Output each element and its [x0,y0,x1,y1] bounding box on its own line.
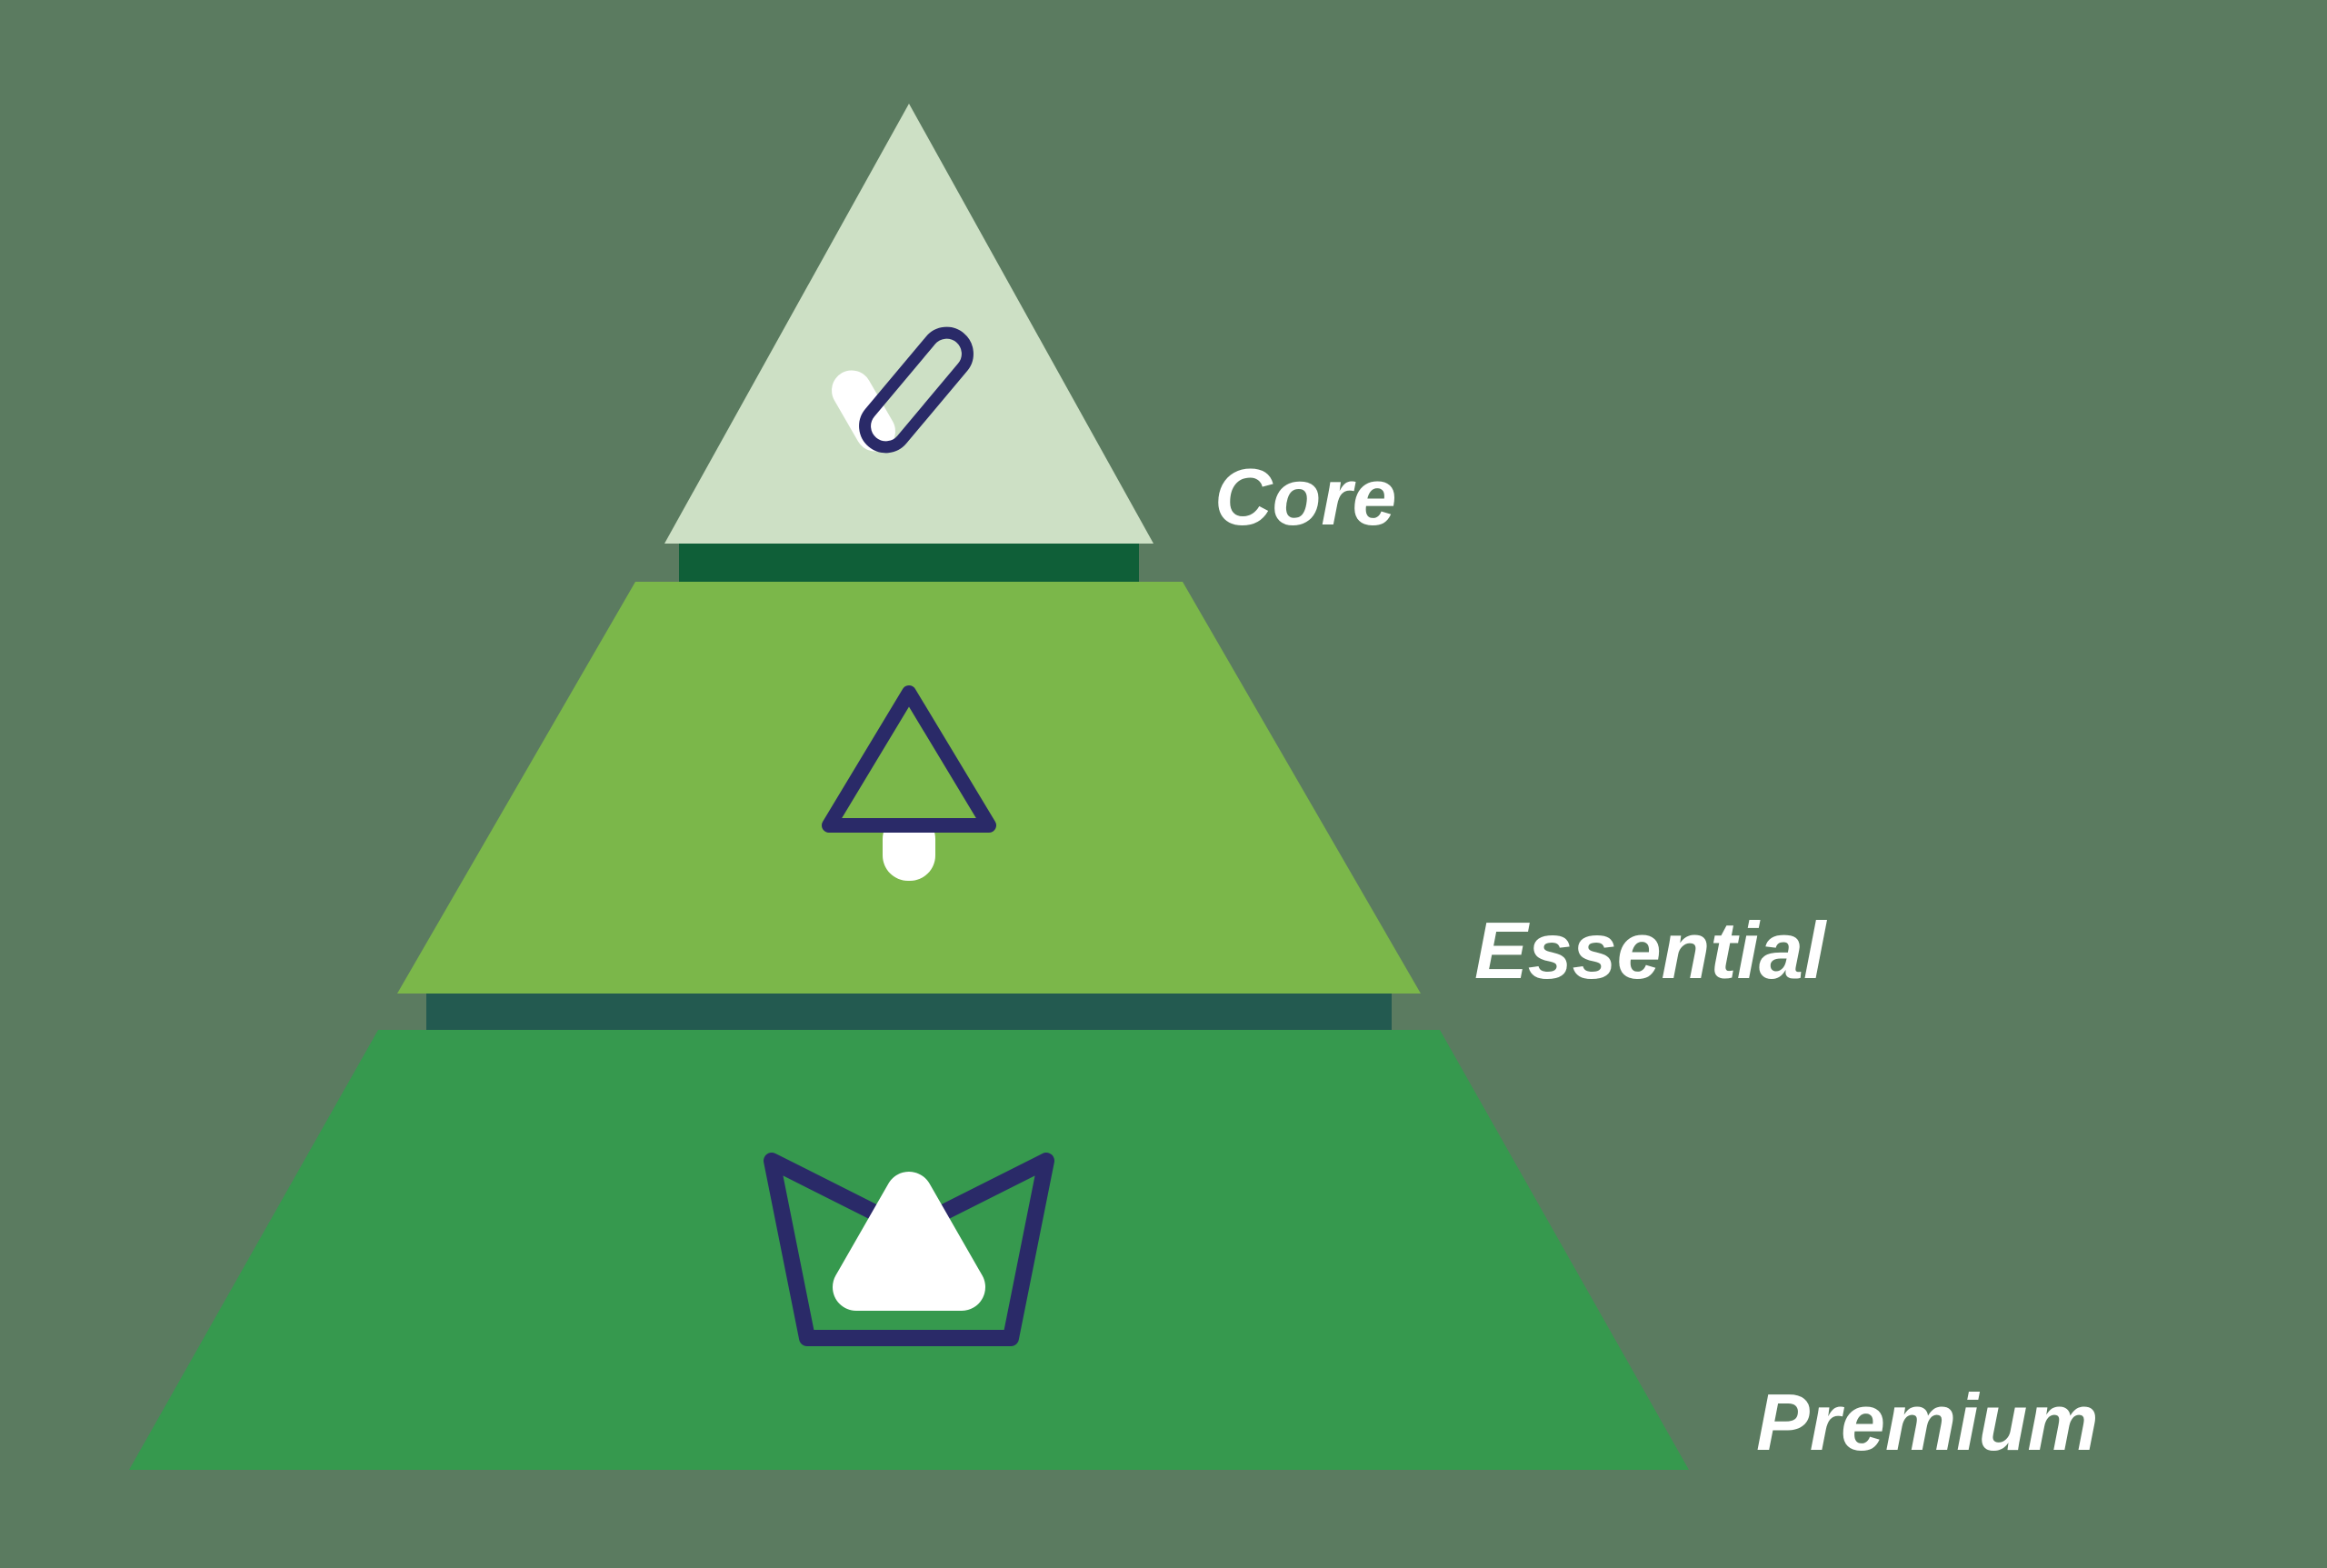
essential-shadow-band [426,992,1392,1032]
essential-label: Essential [1474,905,1827,995]
check-long-arm [859,326,974,454]
core-label: Core [1214,452,1397,542]
check-icon [832,326,974,454]
core-shadow-band [679,542,1139,584]
pyramid-tier-core [664,104,1154,544]
crown-icon [764,1153,1054,1346]
upgrade-arrow-icon [822,685,996,881]
crown-jewel [833,1172,985,1311]
premium-label: Premium [1756,1377,2099,1467]
check-short-arm [832,370,895,452]
arrow-head [822,685,996,833]
